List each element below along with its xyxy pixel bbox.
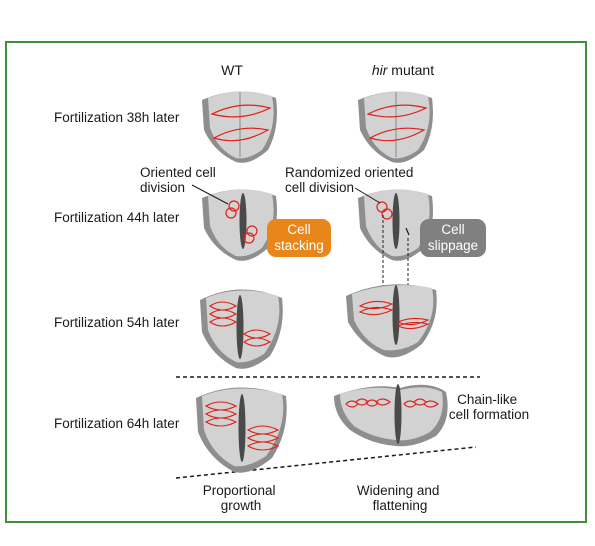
wt-column-header: WT — [221, 62, 243, 78]
wt-organ-38h — [202, 91, 277, 163]
cell-stacking-badge: Cell stacking — [267, 219, 331, 257]
stage-label-38h: Fortilization 38h later — [54, 110, 180, 125]
widening-flattening-label: Widening and flattening — [357, 483, 443, 513]
mutant-organ-54h — [346, 284, 437, 358]
figure-frame — [5, 41, 587, 523]
mutant-organ-64h — [334, 384, 448, 447]
svg-text:slippage: slippage — [428, 238, 478, 253]
stage-label-64h: Fortilization 64h later — [54, 416, 180, 431]
separator-line-bottom — [175, 446, 477, 479]
cell-slippage-badge: Cell slippage — [420, 219, 486, 257]
svg-text:Cell: Cell — [441, 222, 464, 237]
svg-text:stacking: stacking — [274, 238, 324, 253]
wt-organ-54h — [200, 289, 283, 369]
svg-text:Cell: Cell — [287, 222, 310, 237]
oriented-division-pointer — [191, 184, 229, 205]
wt-organ-64h — [196, 387, 287, 473]
randomized-division-label: Randomized oriented cell division — [285, 165, 417, 195]
mutant-column-header: hir mutant — [372, 62, 434, 78]
randomized-division-pointer — [354, 187, 381, 204]
oriented-division-label: Oriented cell division — [140, 165, 220, 195]
stage-label-54h: Fortilization 54h later — [54, 315, 180, 330]
mutant-organ-38h — [358, 91, 433, 163]
stage-label-44h: Fortilization 44h later — [54, 210, 180, 225]
mutant-organ-44h — [358, 189, 433, 261]
proportional-growth-label: Proportional growth — [203, 483, 280, 513]
wt-organ-44h — [202, 189, 277, 261]
chain-like-label: Chain-like cell formation — [449, 392, 529, 422]
